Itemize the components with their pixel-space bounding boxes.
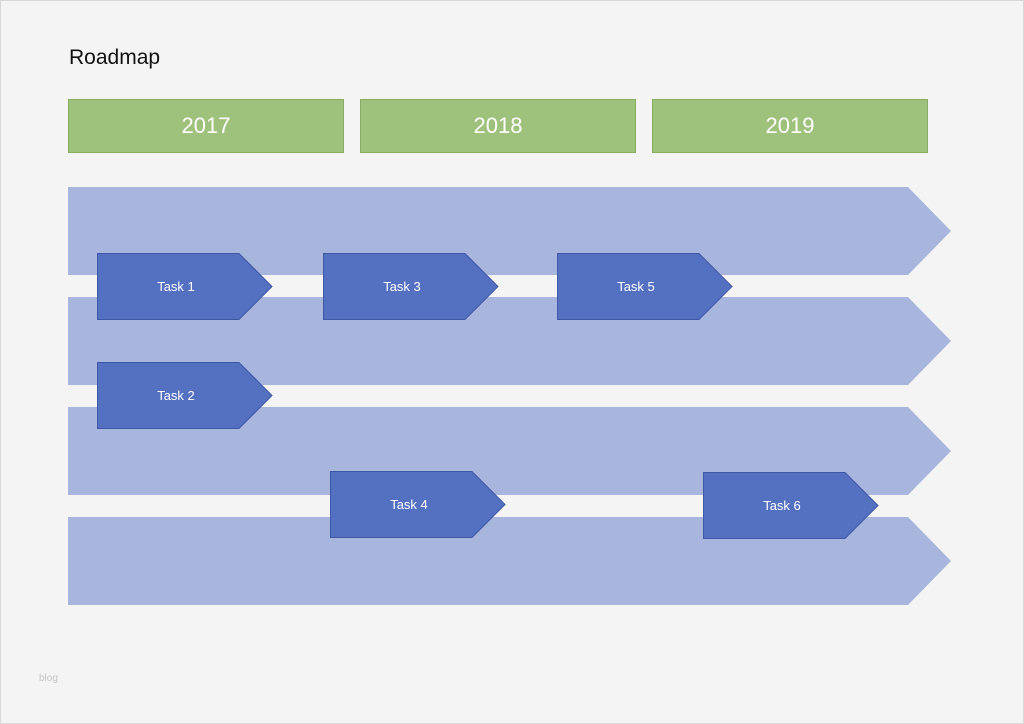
page-title: Roadmap [69, 46, 161, 69]
year-2018-header: 2018 [360, 99, 636, 153]
task-3-label: Task 3 [383, 279, 421, 294]
task-2-label: Task 2 [157, 388, 195, 403]
lane-arrow-2 [68, 297, 951, 385]
lane-arrow-4 [68, 517, 951, 605]
task-5[interactable]: Task 5 [557, 253, 733, 320]
task-4-shape [330, 471, 506, 538]
year-2017-header: 2017 [68, 99, 344, 153]
task-4-label: Task 4 [390, 497, 428, 512]
task-1[interactable]: Task 1 [97, 253, 273, 320]
task-6[interactable]: Task 6 [703, 472, 879, 539]
task-3-shape [323, 253, 499, 320]
task-3[interactable]: Task 3 [323, 253, 499, 320]
task-1-shape [97, 253, 273, 320]
task-5-shape [557, 253, 733, 320]
task-6-shape [703, 472, 879, 539]
task-6-label: Task 6 [763, 498, 801, 513]
task-1-label: Task 1 [157, 279, 195, 294]
watermark-text: blog [39, 673, 58, 684]
task-4[interactable]: Task 4 [330, 471, 506, 538]
task-2-shape [97, 362, 273, 429]
task-2[interactable]: Task 2 [97, 362, 273, 429]
lane-arrow-1 [68, 187, 951, 275]
year-2019-header: 2019 [652, 99, 928, 153]
task-5-label: Task 5 [617, 279, 655, 294]
